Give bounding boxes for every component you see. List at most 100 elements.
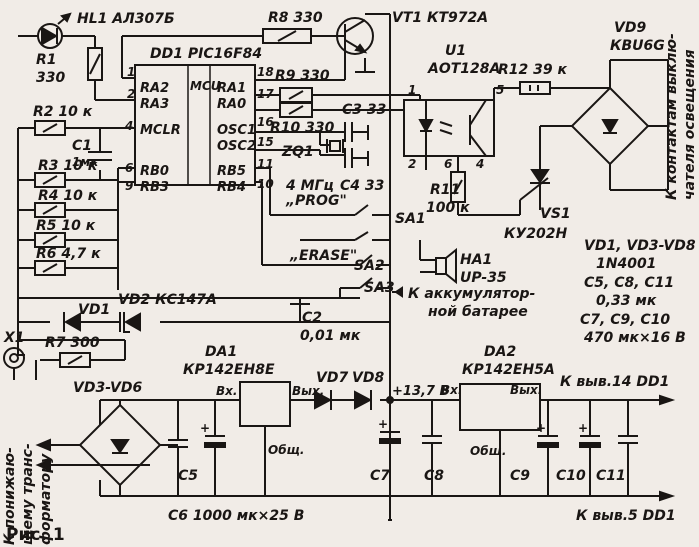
u1-ref: U1 (445, 43, 466, 59)
battery-label-2: ной батарее (428, 304, 528, 320)
r11-resistor (450, 156, 510, 216)
r4-resistor (34, 202, 66, 218)
vd3-vd6-bridge (60, 400, 178, 496)
c9-capacitor: + (536, 400, 559, 496)
r5-label: R5 10 к (36, 218, 96, 234)
note-caps-big: C7, C9, C10 (580, 312, 670, 328)
figure-caption: Рис. 1 (6, 525, 65, 545)
pin-rb0: RB0 (140, 164, 169, 179)
da2-ref: DA2 (484, 344, 516, 360)
r11-ref: R11 (430, 182, 460, 198)
c4-capacitor (344, 148, 369, 168)
vd8-diode (354, 390, 373, 410)
pin-ra1: RA1 (217, 81, 246, 96)
svg-text:+: + (536, 421, 546, 435)
c2-capacitor (290, 297, 310, 305)
da1-ref: DA1 (205, 344, 237, 360)
vs1-type: КУ202Н (504, 226, 567, 242)
r8-label: R8 330 (268, 10, 323, 26)
vd1-diode (63, 312, 81, 332)
voltage-label: +13,7 В (392, 384, 449, 399)
vd7-diode (314, 390, 345, 410)
vd7-label: VD7 (316, 370, 348, 386)
c10-label: C10 (556, 468, 586, 484)
r8-resistor (262, 28, 312, 44)
note-caps-small: C5, C8, C11 (584, 275, 674, 291)
da2-out-label: Вых. (510, 383, 542, 397)
r2-resistor (34, 120, 66, 136)
c5-capacitor (168, 400, 188, 496)
vt1-transistor (336, 17, 374, 55)
mcu-wiring (118, 36, 421, 265)
zq1-value: 4 МГц (285, 178, 334, 194)
svg-text:+: + (378, 417, 388, 431)
prog-label: „PROG" (285, 193, 347, 209)
erase-label: „ERASE" (289, 248, 357, 264)
ha1-ref: HA1 (460, 252, 492, 268)
sa3-label: SA3 (364, 280, 395, 296)
pin-num-9: 9 (125, 179, 133, 193)
da1-regulator (239, 381, 291, 427)
x1-connector (3, 347, 25, 380)
c9-label: C9 (510, 468, 530, 484)
battery-arrow (392, 286, 403, 298)
pin-rb5: RB5 (217, 164, 246, 179)
r10-resistor (279, 102, 313, 118)
da1-in-label: Вх. (216, 384, 237, 398)
out14-label: К выв.14 DD1 (560, 374, 669, 390)
da2-type: КР142ЕН5А (462, 362, 555, 378)
vd9-bridge (539, 59, 669, 191)
transformer-label-1: К понижаю- (2, 447, 18, 545)
u1-optocoupler (403, 99, 495, 170)
u1-pin-4: 4 (475, 157, 484, 171)
out5-label: К выв.5 DD1 (576, 508, 676, 524)
pin-mclr: MCLR (140, 123, 181, 138)
vd2-label: VD2 КС147А (118, 292, 217, 308)
vd2-zener (123, 312, 141, 333)
pin-osc2: OSC2 (217, 139, 256, 154)
dd1-label: DD1 PIC16F84 (150, 46, 262, 62)
r7-resistor (59, 352, 91, 368)
battery-label-1: К аккумулятор- (408, 286, 535, 302)
r7-label: R7 300 (45, 335, 100, 351)
transformer-label-3: форматору (38, 453, 54, 545)
c10-capacitor: + (578, 400, 601, 496)
c5-label: C5 (178, 468, 198, 484)
ha1-type: UP-35 (460, 270, 507, 286)
c6-label: C6 1000 мк×25 В (168, 508, 304, 524)
c2-value: 0,01 мк (300, 328, 361, 344)
pin-rb3: RB3 (140, 180, 169, 195)
r6-label: R6 4,7 к (36, 246, 101, 262)
r1-ref: R1 (36, 52, 57, 68)
u1-pin-1: 1 (408, 83, 416, 97)
zq1-crystal (320, 139, 345, 156)
x1-label: X1 (3, 330, 25, 346)
da2-in-label: Вх. (441, 383, 462, 397)
svg-text:+: + (200, 421, 210, 435)
r9-label: R9 330 (275, 68, 330, 84)
da1-common-label: Общ. (268, 443, 304, 457)
c7-label: C7 (370, 468, 390, 484)
c8-capacitor (422, 400, 442, 496)
vd3vd6-label: VD3-VD6 (73, 380, 142, 396)
ha1-speaker (419, 240, 457, 285)
dd1-mcu (134, 64, 256, 186)
c7-capacitor: + (378, 400, 401, 496)
lamp-label-2: чателя освещения (682, 49, 698, 200)
zq1-ref: ZQ1 (281, 144, 314, 160)
transformer-arrows (35, 438, 150, 472)
power-wiring (18, 339, 660, 497)
c11-capacitor (618, 400, 638, 496)
note-diodes-type: 1N4001 (596, 256, 656, 272)
note-diodes: VD1, VD3-VD8 (584, 238, 696, 254)
pin-osc1: OSC1 (217, 123, 256, 138)
pin-num-16: 16 (257, 115, 274, 129)
c1-ref: C1 (72, 138, 92, 154)
output-arrows (659, 394, 676, 502)
switches (262, 204, 390, 298)
r2-label: R2 10 к (33, 104, 93, 120)
vs1-thyristor (510, 169, 550, 216)
pin-num-18: 18 (257, 65, 274, 79)
pin-ra2: RA2 (140, 81, 169, 96)
da2-regulator (459, 383, 541, 431)
